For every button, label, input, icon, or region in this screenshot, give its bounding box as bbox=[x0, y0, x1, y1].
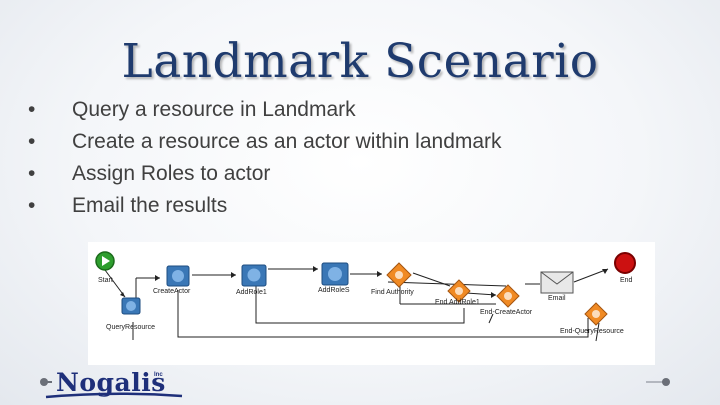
node-label-end-create-actor: End-CreateActor bbox=[480, 309, 533, 316]
node-label-end-query-resource: End-QueryResource bbox=[560, 328, 624, 335]
company-logo: Nogalis bbox=[56, 368, 166, 397]
bullet-item: • Assign Roles to actor bbox=[28, 158, 502, 190]
bullet-dot: • bbox=[28, 162, 36, 185]
bullet-dot: • bbox=[28, 98, 36, 121]
bullet-dot: • bbox=[28, 194, 36, 217]
node-label-add-roles: AddRoleS bbox=[318, 287, 350, 294]
process-flow-diagram: Start QueryResource CreateActor AddRole1… bbox=[88, 242, 655, 365]
node-label-create-actor: CreateActor bbox=[153, 288, 191, 295]
slide-title: Landmark Scenario bbox=[121, 34, 599, 89]
bullet-item: • Create a resource as an actor within la… bbox=[28, 126, 502, 158]
start-icon bbox=[95, 251, 115, 271]
node-label-find-authority: Find Authority bbox=[371, 289, 414, 296]
node-label-start: Start bbox=[98, 277, 113, 284]
trademark-mark: Inc bbox=[154, 372, 163, 378]
end-icon bbox=[614, 252, 636, 274]
gateway-icon bbox=[496, 284, 520, 308]
node-label-end: End bbox=[620, 277, 633, 284]
logo-swoosh-icon bbox=[45, 392, 183, 399]
bullet-dot: • bbox=[28, 130, 36, 153]
decorative-line bbox=[646, 381, 664, 383]
service-task-icon bbox=[166, 265, 190, 287]
bullet-item: • Query a resource in Landmark bbox=[28, 94, 502, 126]
email-icon bbox=[540, 271, 574, 294]
service-task-icon bbox=[121, 297, 141, 315]
bullet-text: Assign Roles to actor bbox=[72, 162, 271, 185]
bullet-list: • Query a resource in Landmark • Create a … bbox=[28, 94, 502, 222]
node-label-email: Email bbox=[548, 295, 566, 302]
decorative-line bbox=[44, 381, 52, 383]
gateway-icon bbox=[584, 302, 608, 326]
gateway-icon bbox=[447, 279, 471, 303]
node-label-end-add-role1: End AddRole1 bbox=[435, 299, 480, 306]
bullet-text: Create a resource as an actor within lan… bbox=[72, 130, 502, 153]
bullet-item: • Email the results bbox=[28, 190, 502, 222]
node-label-query-resource: QueryResource bbox=[106, 324, 156, 331]
node-label-add-role1: AddRole1 bbox=[236, 289, 267, 296]
gateway-icon bbox=[386, 262, 412, 288]
service-task-icon bbox=[321, 262, 349, 286]
service-task-icon bbox=[241, 264, 267, 287]
bullet-text: Email the results bbox=[72, 194, 228, 217]
bullet-text: Query a resource in Landmark bbox=[72, 98, 356, 121]
decorative-dot bbox=[662, 378, 670, 386]
flow-connectors bbox=[95, 251, 636, 342]
